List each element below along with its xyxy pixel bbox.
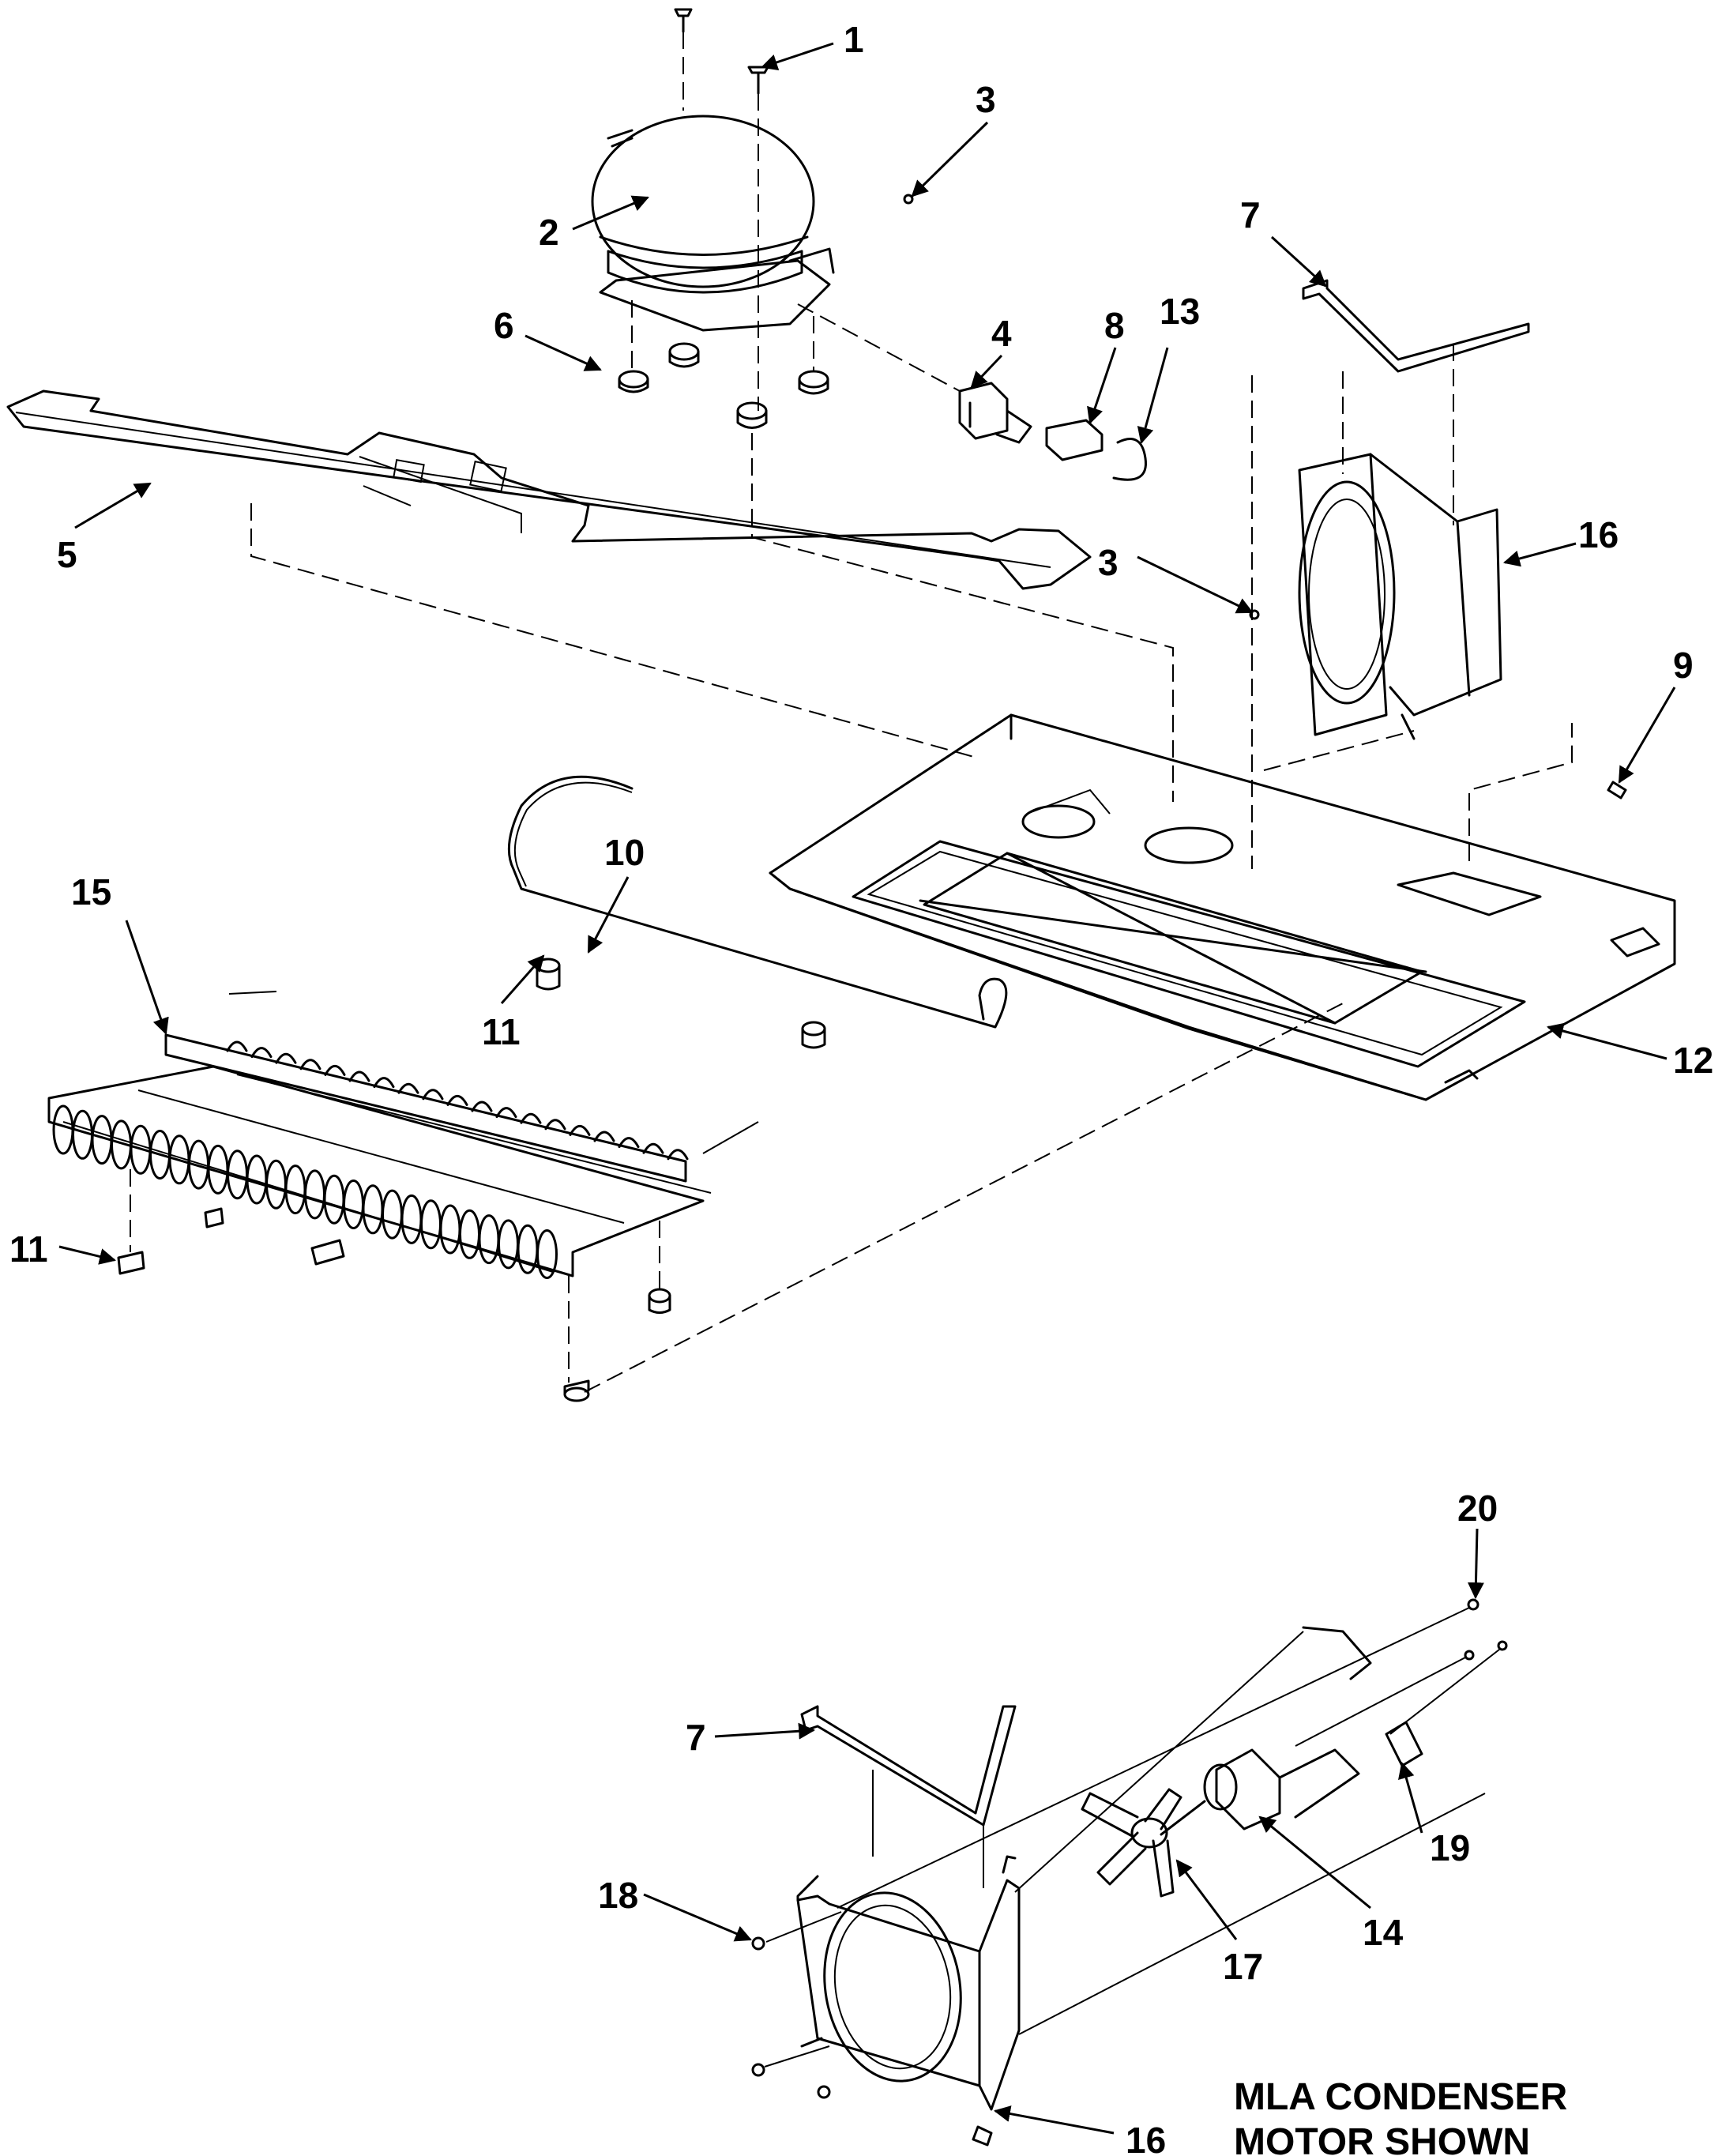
callout-15: 15 xyxy=(71,871,111,912)
coil-loop xyxy=(362,1184,384,1235)
grommet-part-6 xyxy=(618,342,829,429)
note-line-2: MOTOR SHOWN xyxy=(1234,2121,1530,2156)
compressor xyxy=(591,115,835,332)
callout-14: 14 xyxy=(1363,1912,1404,1953)
coil-loop-back xyxy=(471,1101,493,1112)
callout-16: 16 xyxy=(1126,2120,1166,2156)
callout-9: 9 xyxy=(1673,645,1694,686)
screw-part-3 xyxy=(903,194,1260,620)
coil-loop-back xyxy=(495,1107,517,1119)
callout-1: 1 xyxy=(844,19,864,60)
drain-pan-part-5 xyxy=(6,389,1092,590)
callout-4: 4 xyxy=(991,313,1012,354)
coil-loop xyxy=(343,1180,364,1229)
coil-loop xyxy=(498,1219,519,1270)
base-plate-part-12 xyxy=(769,713,1676,1101)
fan-blade-part-17 xyxy=(1081,1788,1182,1898)
coil-loop-back xyxy=(299,1059,321,1070)
callout-7: 7 xyxy=(1240,194,1261,235)
shroud-part-16-bottom xyxy=(796,1855,1021,2147)
coil-loop-back xyxy=(275,1052,297,1064)
fan-motor-part-14 xyxy=(1160,1748,1360,1836)
callout-13: 13 xyxy=(1160,291,1200,332)
callout-leaders xyxy=(58,42,1676,2135)
coil-loop xyxy=(439,1204,461,1255)
coil-loop-back xyxy=(618,1137,640,1149)
coil-loop-back xyxy=(397,1082,419,1094)
callout-10: 10 xyxy=(604,832,645,873)
screw-part-18 xyxy=(751,1936,831,2099)
coil-loop xyxy=(382,1189,403,1240)
callout-16: 16 xyxy=(1578,514,1619,555)
shroud-part-16 xyxy=(1298,453,1502,740)
coil-loop-back xyxy=(667,1149,689,1161)
grommet-part-11 xyxy=(117,958,826,1402)
coil-loop xyxy=(478,1214,500,1265)
coil-loop xyxy=(304,1169,325,1220)
callout-11: 11 xyxy=(9,1229,48,1270)
callout-2: 2 xyxy=(539,212,559,253)
tube-part-10 xyxy=(507,775,1008,1029)
callout-6: 6 xyxy=(494,305,514,346)
callout-11: 11 xyxy=(482,1011,521,1052)
coil-loop xyxy=(323,1174,345,1225)
callout-3: 3 xyxy=(1098,542,1119,583)
screw-part-20 xyxy=(1464,1598,1508,1661)
coil-loop-back xyxy=(593,1131,615,1142)
relay-part-4 xyxy=(958,382,1032,444)
callout-17: 17 xyxy=(1223,1946,1263,1987)
coil-loop xyxy=(284,1165,306,1215)
callout-12: 12 xyxy=(1673,1040,1713,1081)
note-line-1: MLA CONDENSER xyxy=(1234,2076,1567,2118)
coil-loop-back xyxy=(544,1119,566,1131)
coil-loop-back xyxy=(348,1070,370,1082)
spacer-part-7-bottom xyxy=(800,1705,1017,1827)
callout-20: 20 xyxy=(1457,1488,1498,1529)
coil-loop-back xyxy=(250,1047,273,1059)
condenser-coil-loops xyxy=(52,1040,689,1279)
callout-5: 5 xyxy=(57,534,77,575)
callout-3: 3 xyxy=(976,79,996,120)
coil-loop xyxy=(420,1199,442,1250)
coil-loop xyxy=(459,1209,480,1259)
coil-loop-back xyxy=(520,1112,542,1124)
clip-part-13 xyxy=(1112,438,1147,481)
coil-loop xyxy=(517,1224,539,1274)
coil-loop-back xyxy=(642,1142,664,1154)
condenser-part-15 xyxy=(47,1033,712,1277)
overload-part-8 xyxy=(1045,419,1104,461)
callout-8: 8 xyxy=(1104,305,1125,346)
coil-loop-back xyxy=(373,1077,395,1089)
coil-loop-back xyxy=(226,1040,248,1052)
coil-loop-back xyxy=(569,1124,591,1136)
coil-loop-back xyxy=(446,1094,468,1106)
motor-bracket-part-19 xyxy=(1302,1626,1423,1767)
coil-loop xyxy=(400,1194,423,1244)
coil-loop-back xyxy=(422,1089,444,1101)
screw-part-1 xyxy=(674,8,769,95)
coil-loop-back xyxy=(324,1064,346,1076)
coil-loop xyxy=(52,1104,74,1155)
spacer-part-7 xyxy=(1302,279,1530,373)
screw-part-9 xyxy=(1607,781,1627,800)
coil-loop xyxy=(536,1229,558,1279)
callout-19: 19 xyxy=(1430,1827,1470,1868)
callout-7: 7 xyxy=(686,1717,706,1758)
callout-18: 18 xyxy=(598,1875,638,1916)
